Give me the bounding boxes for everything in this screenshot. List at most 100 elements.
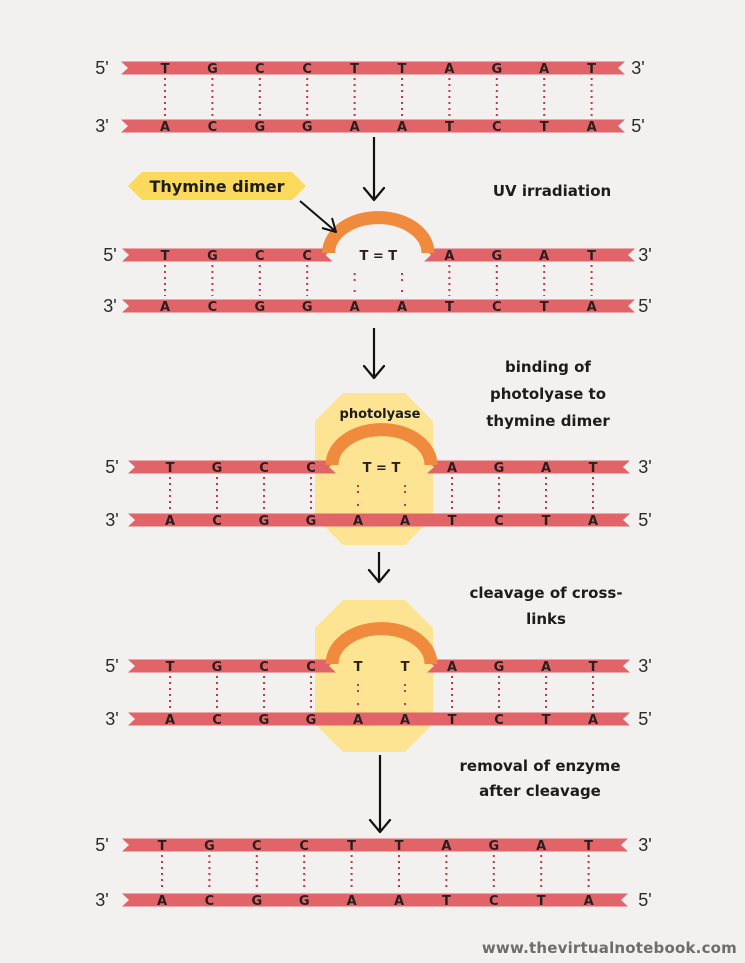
bottom-base: G [302,300,313,315]
top-base: T [354,660,363,675]
bottom-base: T [542,713,551,728]
bottom-base: G [306,514,317,529]
three-prime-label: 3' [638,835,651,855]
three-prime-label: 3' [638,245,651,265]
top-base: G [488,839,499,854]
bottom-base: C [208,300,218,315]
top-base: C [306,461,316,476]
top-base: G [494,660,505,675]
bottom-base: A [587,300,597,315]
thymine-dimer-bond: T = T [359,249,397,264]
bottom-base: A [165,713,175,728]
uv-irradiation-label: UV irradiation [493,182,611,200]
bottom-base: T [442,894,451,909]
bottom-base: C [212,713,222,728]
bottom-base: A [157,894,167,909]
top-base: A [441,839,451,854]
top-base: C [255,249,265,264]
five-prime-label: 5' [95,58,108,78]
top-base: A [536,839,546,854]
bottom-base: C [208,120,218,135]
bottom-base: T [448,514,457,529]
bottom-base: T [445,120,454,135]
bottom-base: C [492,300,502,315]
three-prime-label: 3' [638,656,651,676]
top-base: T [166,660,175,675]
dimer-arc [329,218,428,253]
photolyase-label: photolyase [340,407,421,422]
top-base: A [539,249,549,264]
three-prime-label: 3' [105,709,118,729]
bottom-base: C [494,713,504,728]
top-base: T [347,839,356,854]
bottom-base: C [212,514,222,529]
watermark: www.thevirtualnotebook.com [482,939,737,957]
three-prime-label: 3' [103,296,116,316]
bottom-base: A [347,894,357,909]
top-base: C [259,461,269,476]
top-strand [122,249,333,262]
binding-step-label: photolyase to [490,385,606,403]
down-arrow [370,755,390,832]
top-base: A [541,660,551,675]
bottom-base: A [397,300,407,315]
bottom-base: C [492,120,502,135]
top-base: C [252,839,262,854]
top-strand [427,461,630,474]
three-prime-label: 3' [631,58,644,78]
cleavage-step-label: cleavage of cross- [469,584,622,602]
top-strand [122,839,628,852]
top-base: C [302,249,312,264]
top-base: T [589,660,598,675]
bottom-base: A [400,514,410,529]
bottom-base: A [160,300,170,315]
bottom-base: G [251,894,262,909]
cleavage-step-label: links [526,610,566,628]
top-base: T [161,249,170,264]
bottom-strand [122,300,635,313]
binding-step-label: thymine dimer [486,412,610,430]
five-prime-label: 5' [103,245,116,265]
top-base: T [587,62,596,77]
bottom-base: C [494,514,504,529]
five-prime-label: 5' [638,890,651,910]
top-base: C [306,660,316,675]
top-base: C [255,62,265,77]
bottom-base: T [540,300,549,315]
bottom-base: T [445,300,454,315]
bottom-base: T [540,120,549,135]
three-prime-label: 3' [105,510,118,530]
bottom-base: C [489,894,499,909]
binding-step-label: binding of [505,358,591,376]
top-base: T [589,461,598,476]
bottom-base: T [448,713,457,728]
bottom-base: G [259,713,270,728]
bottom-base: A [397,120,407,135]
top-strand [128,461,336,474]
bottom-strand [128,514,630,527]
top-base: T [166,461,175,476]
top-base: G [491,249,502,264]
five-prime-label: 5' [631,116,644,136]
top-base: G [207,62,218,77]
top-base: G [207,249,218,264]
top-base: T [587,249,596,264]
bottom-base: A [588,514,598,529]
five-prime-label: 5' [95,835,108,855]
bottom-base: G [254,120,265,135]
bottom-base: A [394,894,404,909]
top-base: C [299,839,309,854]
down-arrow [369,552,389,582]
bottom-base: G [302,120,313,135]
bottom-base: A [584,894,594,909]
down-arrow [364,137,384,200]
top-base: A [541,461,551,476]
bottom-base: A [587,120,597,135]
three-prime-label: 3' [638,457,651,477]
five-prime-label: 5' [638,296,651,316]
five-prime-label: 5' [638,709,651,729]
top-base: T [158,839,167,854]
